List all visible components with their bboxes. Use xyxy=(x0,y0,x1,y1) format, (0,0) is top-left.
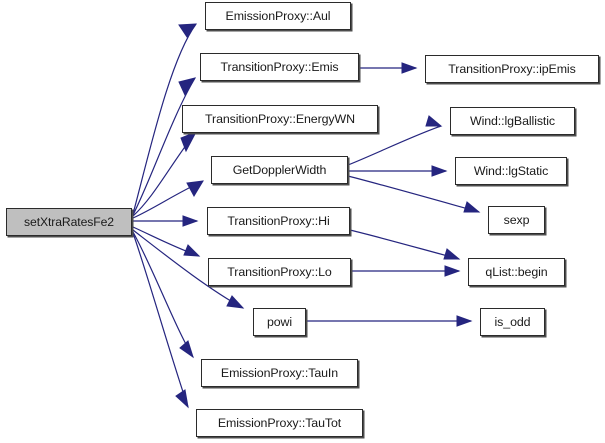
graph-node-sexp[interactable]: sexp xyxy=(488,206,545,234)
graph-node-aul[interactable]: EmissionProxy::Aul xyxy=(205,2,351,30)
call-edge-root-to-tautot xyxy=(132,232,189,408)
call-edge-root-to-lo xyxy=(132,226,200,257)
call-edge-root-to-doppler xyxy=(132,180,204,219)
arrowhead-icon xyxy=(226,295,245,309)
graph-node-label: TransitionProxy::ipEmis xyxy=(448,61,576,76)
arrowhead-icon xyxy=(182,215,199,227)
graph-node-tautot[interactable]: EmissionProxy::TauTot xyxy=(196,409,363,437)
graph-node-label: Wind::lgBallistic xyxy=(469,113,556,128)
arrowhead-icon xyxy=(179,340,194,359)
arrowhead-icon xyxy=(425,115,443,127)
graph-node-isodd[interactable]: is_odd xyxy=(480,308,545,336)
arrowhead-icon xyxy=(401,62,418,74)
graph-node-emis[interactable]: TransitionProxy::Emis xyxy=(200,53,359,81)
arrowhead-icon xyxy=(175,389,189,409)
graph-node-label: qList::begin xyxy=(485,264,548,279)
graph-node-label: is_odd xyxy=(494,314,531,329)
graph-node-lgstatic[interactable]: Wind::lgStatic xyxy=(455,157,567,185)
arrowhead-icon xyxy=(178,77,197,97)
call-edge-root-to-tauin xyxy=(132,231,194,358)
graph-node-root[interactable]: setXtraRatesFe2 xyxy=(6,208,132,236)
arrowhead-icon xyxy=(183,244,201,257)
arrowhead-icon xyxy=(456,315,473,327)
graph-node-doppler[interactable]: GetDopplerWidth xyxy=(211,156,348,184)
graph-node-label: TransitionProxy::EnergyWN xyxy=(205,111,355,126)
graph-node-label: setXtraRatesFe2 xyxy=(24,214,114,229)
arrowhead-icon xyxy=(463,201,481,213)
graph-node-label: EmissionProxy::TauIn xyxy=(220,365,339,380)
graph-node-label: TransitionProxy::Lo xyxy=(227,264,332,279)
graph-node-qlistbegin[interactable]: qList::begin xyxy=(468,258,565,286)
arrowhead-icon xyxy=(431,165,448,177)
graph-node-label: powi xyxy=(266,314,293,329)
graph-node-lo[interactable]: TransitionProxy::Lo xyxy=(208,258,351,286)
arrowhead-icon xyxy=(180,131,198,153)
graph-node-tauin[interactable]: EmissionProxy::TauIn xyxy=(201,359,358,387)
call-edge-root-to-energywn xyxy=(132,131,197,217)
graph-node-lgballistic[interactable]: Wind::lgBallistic xyxy=(450,107,575,135)
call-edge-root-to-emis xyxy=(132,77,196,216)
graph-node-label: sexp xyxy=(503,212,530,227)
graph-node-hi[interactable]: TransitionProxy::Hi xyxy=(207,207,350,235)
arrowhead-icon xyxy=(443,248,461,260)
arrowhead-icon xyxy=(178,23,197,38)
graph-node-powi[interactable]: powi xyxy=(253,308,306,336)
graph-node-label: EmissionProxy::Aul xyxy=(225,8,331,23)
graph-node-label: TransitionProxy::Hi xyxy=(227,213,330,228)
graph-node-energywn[interactable]: TransitionProxy::EnergyWN xyxy=(182,105,378,133)
graph-node-label: GetDopplerWidth xyxy=(232,162,327,177)
arrowhead-icon xyxy=(186,180,204,198)
graph-node-label: TransitionProxy::Emis xyxy=(220,59,339,74)
graph-node-label: EmissionProxy::TauTot xyxy=(217,415,342,430)
graph-node-label: Wind::lgStatic xyxy=(473,163,549,178)
graph-node-ipemis[interactable]: TransitionProxy::ipEmis xyxy=(425,55,599,83)
arrowhead-icon xyxy=(444,265,461,277)
call-edge-hi-to-qlistbegin xyxy=(349,229,460,260)
